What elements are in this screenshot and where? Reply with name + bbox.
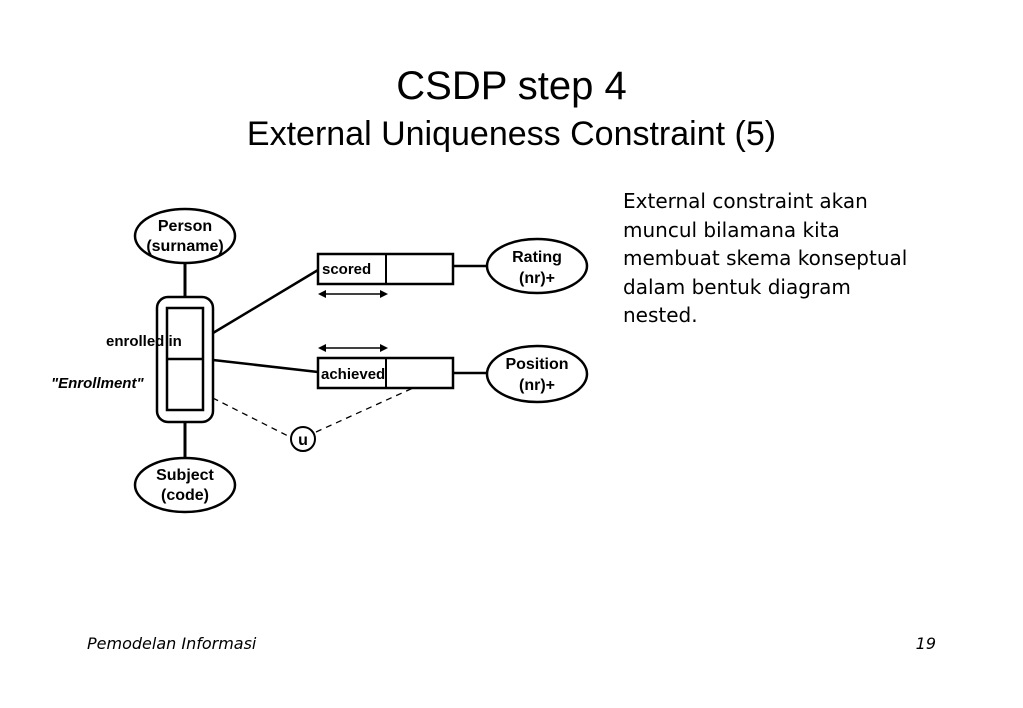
scored-arrow-right — [380, 290, 388, 298]
position-refmode: (nr)+ — [519, 377, 555, 394]
slide-subtitle: External Uniqueness Constraint (5) — [246, 115, 777, 153]
achieved-connector — [212, 358, 319, 374]
external-uniqueness-constraint — [290, 426, 316, 452]
description-line: dalam bentuk diagram — [623, 274, 851, 299]
achieved-arrow-right — [380, 344, 388, 352]
person-refmode: (surname) — [146, 238, 223, 255]
description-line: membuat skema konseptual — [623, 246, 908, 270]
footer-course: Pemodelan Informasi — [87, 634, 257, 653]
enrollment-name: "Enrollment" — [51, 375, 144, 392]
subject-entity — [133, 456, 237, 514]
slide-title: CSDP step 4 — [396, 64, 627, 108]
position-entity — [485, 344, 589, 404]
person-name: Person — [158, 218, 212, 235]
scored-arrow-left — [318, 290, 326, 298]
constraint-dash-right — [315, 387, 414, 433]
scored-connector — [212, 268, 319, 335]
footer-page-number: 19 — [915, 634, 936, 653]
description-line: nested. — [623, 303, 698, 327]
description-line: External constraint akan — [623, 189, 868, 213]
description-text: External constraint akan muncul bilamana… — [623, 187, 983, 330]
achieved-label: achieved — [321, 366, 385, 383]
achieved-arrow-left — [318, 344, 326, 352]
enrolled-in-label: enrolled in — [106, 333, 182, 350]
constraint-dash-left — [192, 387, 293, 439]
rating-refmode: (nr)+ — [519, 270, 555, 287]
subject-refmode: (code) — [161, 487, 209, 504]
description-line: muncul bilamana kita — [623, 217, 840, 242]
rating-entity — [485, 237, 589, 295]
person-entity — [133, 207, 237, 265]
subject-name: Subject — [156, 467, 214, 484]
scored-label: scored — [322, 261, 371, 278]
position-name: Position — [505, 356, 568, 373]
uniqueness-symbol: u — [298, 432, 308, 449]
rating-name: Rating — [512, 249, 562, 266]
